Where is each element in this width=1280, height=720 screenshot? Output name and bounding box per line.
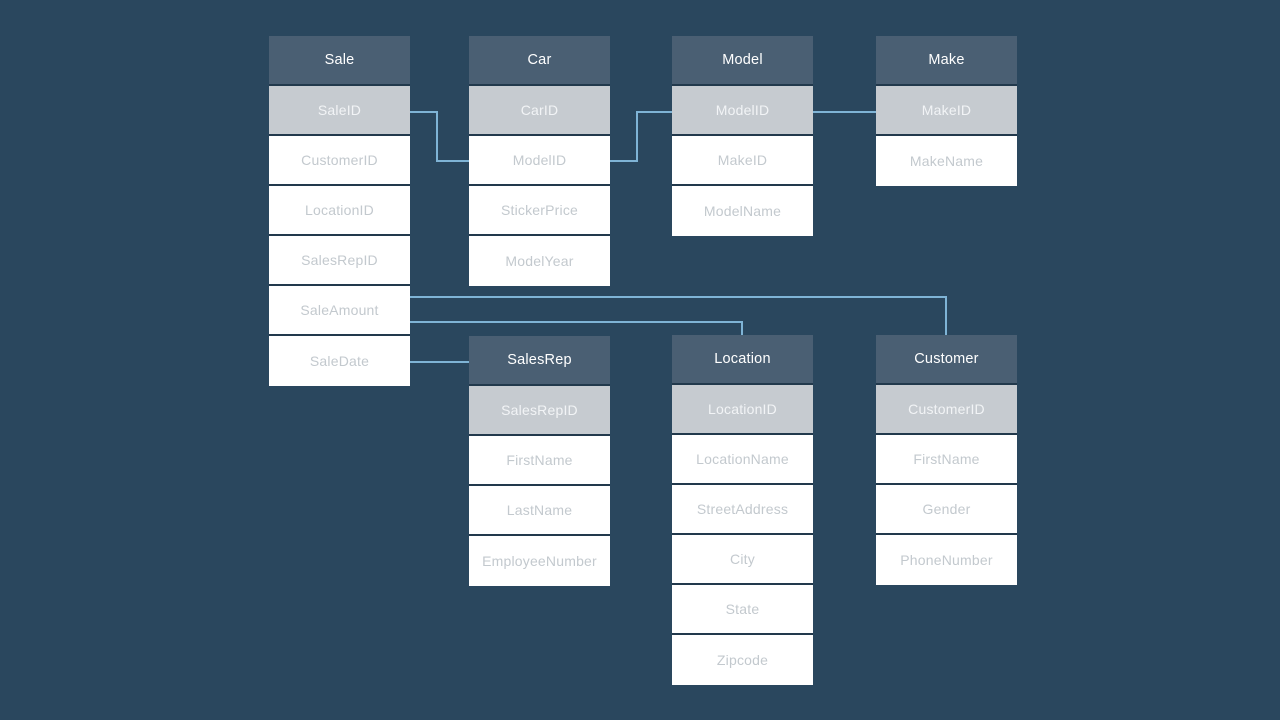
field-row-salesrep-3[interactable]: EmployeeNumber bbox=[469, 536, 610, 586]
field-row-car-3[interactable]: ModelYear bbox=[469, 236, 610, 286]
entity-title-car: Car bbox=[469, 36, 610, 86]
field-row-car-1[interactable]: ModelID bbox=[469, 136, 610, 186]
primary-key-row-model-0[interactable]: ModelID bbox=[672, 86, 813, 136]
field-row-location-3[interactable]: City bbox=[672, 535, 813, 585]
field-row-car-2[interactable]: StickerPrice bbox=[469, 186, 610, 236]
field-row-customer-1[interactable]: FirstName bbox=[876, 435, 1017, 485]
field-row-sale-1[interactable]: CustomerID bbox=[269, 136, 410, 186]
primary-key-row-location-0[interactable]: LocationID bbox=[672, 385, 813, 435]
entity-title-make: Make bbox=[876, 36, 1017, 86]
entity-title-customer: Customer bbox=[876, 335, 1017, 385]
relationship-line-sale-location bbox=[410, 321, 743, 335]
field-row-model-2[interactable]: ModelName bbox=[672, 186, 813, 236]
primary-key-row-car-0[interactable]: CarID bbox=[469, 86, 610, 136]
field-row-location-5[interactable]: Zipcode bbox=[672, 635, 813, 685]
field-row-location-4[interactable]: State bbox=[672, 585, 813, 635]
relationship-line-car-model bbox=[610, 111, 672, 162]
primary-key-row-salesrep-0[interactable]: SalesRepID bbox=[469, 386, 610, 436]
field-row-sale-3[interactable]: SalesRepID bbox=[269, 236, 410, 286]
field-row-customer-2[interactable]: Gender bbox=[876, 485, 1017, 535]
field-row-salesrep-1[interactable]: FirstName bbox=[469, 436, 610, 486]
primary-key-row-make-0[interactable]: MakeID bbox=[876, 86, 1017, 136]
field-row-sale-5[interactable]: SaleDate bbox=[269, 336, 410, 386]
field-row-customer-3[interactable]: PhoneNumber bbox=[876, 535, 1017, 585]
field-row-model-1[interactable]: MakeID bbox=[672, 136, 813, 186]
entity-title-location: Location bbox=[672, 335, 813, 385]
entity-title-salesrep: SalesRep bbox=[469, 336, 610, 386]
relationship-line-sale-car bbox=[410, 111, 469, 162]
field-row-salesrep-2[interactable]: LastName bbox=[469, 486, 610, 536]
field-row-make-1[interactable]: MakeName bbox=[876, 136, 1017, 186]
relationship-line-sale-customer bbox=[410, 296, 947, 335]
field-row-sale-2[interactable]: LocationID bbox=[269, 186, 410, 236]
entity-title-model: Model bbox=[672, 36, 813, 86]
field-row-location-1[interactable]: LocationName bbox=[672, 435, 813, 485]
field-row-sale-4[interactable]: SaleAmount bbox=[269, 286, 410, 336]
entity-title-sale: Sale bbox=[269, 36, 410, 86]
field-row-location-2[interactable]: StreetAddress bbox=[672, 485, 813, 535]
primary-key-row-customer-0[interactable]: CustomerID bbox=[876, 385, 1017, 435]
primary-key-row-sale-0[interactable]: SaleID bbox=[269, 86, 410, 136]
